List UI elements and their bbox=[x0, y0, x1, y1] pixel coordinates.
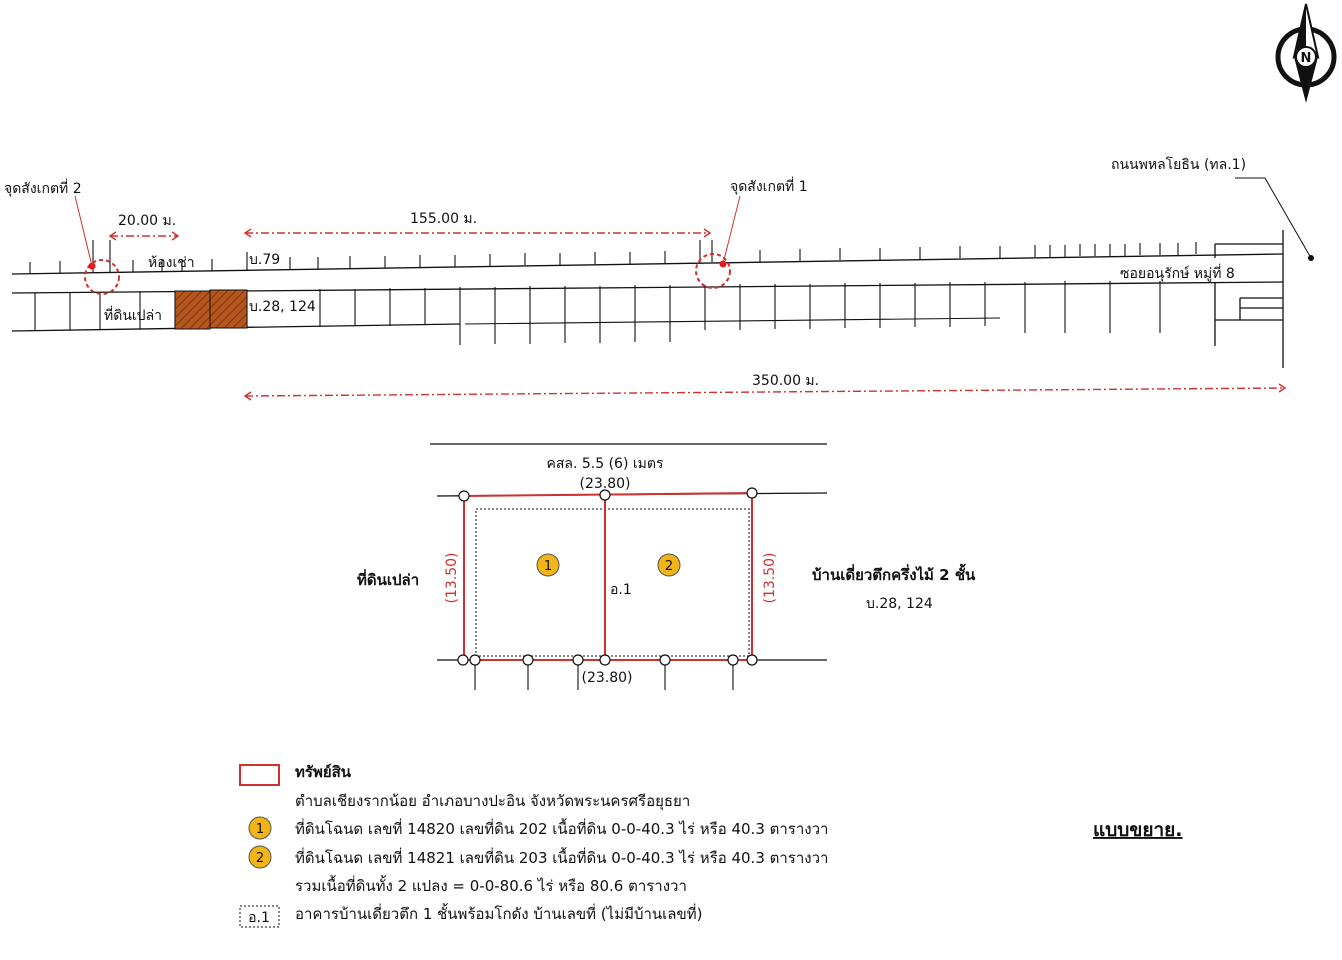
building-legend-swatch bbox=[239, 905, 280, 928]
dist-155-label: 155.00 ม. bbox=[410, 211, 477, 227]
legend-total: รวมเนื้อที่ดินทั้ง 2 แปลง = 0-0-80.6 ไร่… bbox=[295, 875, 687, 895]
landmark-1-label: จุดสังเกตที่ 1 bbox=[730, 177, 808, 195]
legend-item1-number: 1 bbox=[256, 822, 264, 837]
legend-building-desc: อาคารบ้านเดี่ยวตึก 1 ชั้นพร้อมโกดัง บ้าน… bbox=[295, 903, 702, 923]
legend-property: ทรัพย์สิน bbox=[295, 763, 352, 781]
dist-350-label: 350.00 ม. bbox=[752, 373, 819, 389]
property-boundary bbox=[463, 491, 753, 661]
boundary-markers bbox=[457, 487, 758, 666]
east-neighbor-label: บ้านเดี่ยวตึกครึ่งไม้ 2 ชั้น bbox=[812, 563, 976, 584]
legend-location: ตำบลเชียงรากน้อย อำเภอบางปะอิน จังหวัดพร… bbox=[295, 792, 690, 811]
subject-plot-2 bbox=[209, 289, 248, 329]
legend-item2: ที่ดินโฉนด เลขที่ 14821 เลขที่ดิน 203 เน… bbox=[295, 847, 828, 867]
building-tag: อ.1 bbox=[610, 582, 632, 598]
building-outline bbox=[475, 508, 750, 657]
north-lot-ticks bbox=[29, 240, 1197, 274]
parcel-2-badge bbox=[657, 553, 681, 577]
landmark-2-leader bbox=[74, 195, 93, 267]
parcel-1-number: 1 bbox=[544, 559, 552, 574]
parcel-1-badge bbox=[536, 553, 560, 577]
landmark-1-leader bbox=[722, 195, 741, 265]
soi-label: ซอยอนุรักษ์ หมู่ที่ 8 bbox=[1120, 264, 1235, 282]
highway-leader bbox=[1235, 177, 1312, 259]
parcel-2-number: 2 bbox=[665, 559, 673, 574]
east-neighbor-number: บ.28, 124 bbox=[866, 596, 933, 612]
legend-parcel-1-badge bbox=[248, 816, 272, 840]
legend-item2-number: 2 bbox=[256, 851, 264, 866]
property-legend-swatch bbox=[239, 764, 280, 786]
landmark-2-circle bbox=[84, 259, 120, 295]
rental-room-label: ห้องเช่า bbox=[148, 255, 195, 271]
house-28-124-label: บ.28, 124 bbox=[249, 299, 316, 315]
subject-plot-1 bbox=[174, 290, 211, 330]
landmark-2-label: จุดสังเกตที่ 2 bbox=[4, 179, 82, 197]
left-depth-label: (13.50) bbox=[444, 552, 460, 603]
legend-item1: ที่ดินโฉนด เลขที่ 14820 เลขที่ดิน 202 เน… bbox=[295, 818, 828, 838]
landmark-1-circle bbox=[695, 253, 731, 289]
legend-parcel-2-badge bbox=[248, 845, 272, 869]
highway-label: ถนนพหลโยธิน (ทล.1) bbox=[1111, 156, 1246, 173]
top-width-label: (23.80) bbox=[579, 476, 630, 492]
west-neighbor-label: ที่ดินเปล่า bbox=[357, 569, 419, 589]
dist-20-label: 20.00 ม. bbox=[118, 213, 176, 229]
south-lot-lines bbox=[34, 281, 1161, 345]
north-arrow-icon: N bbox=[1275, 3, 1337, 103]
north-letter: N bbox=[1301, 51, 1312, 66]
right-depth-label: (13.50) bbox=[762, 552, 778, 603]
legend-building-tag: อ.1 bbox=[248, 910, 270, 926]
house-79-label: บ.79 bbox=[249, 252, 280, 268]
detail-road-label: คสล. 5.5 (6) เมตร bbox=[546, 456, 663, 472]
dimension-lines bbox=[108, 228, 1287, 401]
bottom-width-label: (23.80) bbox=[581, 670, 632, 686]
map-title: แบบขยาย. bbox=[1093, 819, 1183, 841]
strip-vacant-land-label: ที่ดินเปล่า bbox=[104, 306, 162, 324]
